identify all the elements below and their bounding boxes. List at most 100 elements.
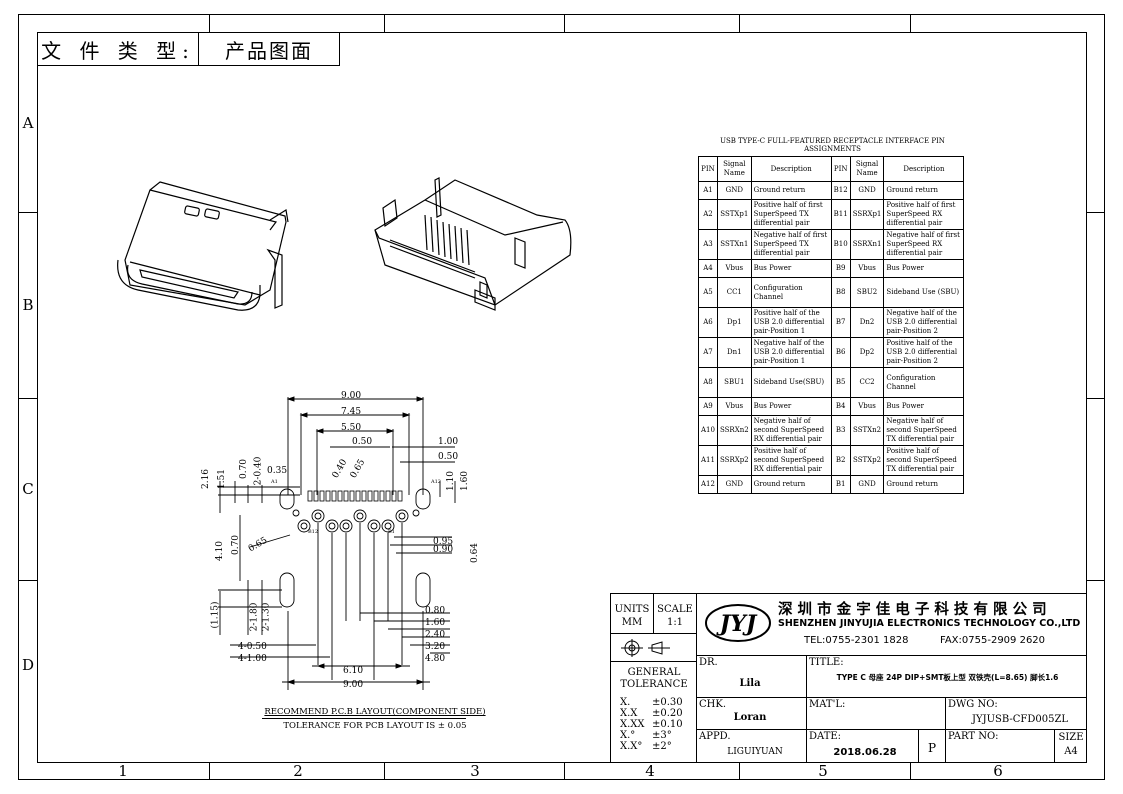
pin-number-cell: A6	[698, 307, 718, 338]
tolerance-format: X.XX	[620, 719, 645, 730]
pin-number-cell: A11	[698, 445, 718, 476]
units-value: MM	[621, 617, 643, 628]
signal-name-cell: GND	[849, 475, 885, 494]
dim-0-70-b: 0.70	[231, 534, 242, 556]
signal-name-cell: CC2	[849, 367, 885, 398]
dim-2-16: 2.16	[201, 468, 212, 490]
pin-number-cell: A3	[698, 229, 718, 260]
tolerance-row: X.X°±2°	[620, 741, 696, 752]
tolerance-value: ±0.10	[652, 719, 683, 730]
logo-text: JYJ	[716, 611, 758, 637]
signal-name-cell: GND	[716, 181, 752, 200]
pin-mark-a1: A1	[271, 479, 278, 485]
size-label: SIZE	[1058, 732, 1084, 743]
tolerance-row: X.°±3°	[620, 730, 696, 741]
pin-number-cell: B5	[830, 367, 851, 398]
pin-number-cell: A9	[698, 397, 718, 416]
signal-name-cell: Dp1	[716, 307, 752, 338]
dim-4-80: 4.80	[425, 654, 446, 664]
signal-name-cell: Vbus	[716, 397, 752, 416]
scale-value: 1:1	[666, 617, 684, 628]
signal-name-cell: SSTXn1	[716, 229, 752, 260]
description-cell: Positive half of first SuperSpeed RX dif…	[883, 199, 965, 230]
outer-border	[18, 14, 1105, 780]
description-cell: Positive half of the USB 2.0 differentia…	[883, 337, 965, 368]
tolerance-value: ±3°	[652, 730, 672, 741]
company-fax: FAX:0755-2909 2620	[940, 635, 1046, 646]
signal-name-cell: SSTXn2	[849, 415, 885, 446]
zone-col-5: 5	[818, 762, 828, 780]
description-cell: Bus Power	[883, 259, 965, 278]
pin-number-cell: B6	[830, 337, 851, 368]
description-cell: Positive half of second SuperSpeed TX di…	[883, 445, 965, 476]
dim-7-45: 7.45	[341, 407, 362, 417]
signal-name-cell: Dn2	[849, 307, 885, 338]
description-cell: Negative half of second SuperSpeed RX di…	[750, 415, 832, 446]
part-label: PART NO:	[948, 731, 999, 742]
pin-number-cell: A7	[698, 337, 718, 368]
description-cell: Negative half of the USB 2.0 differentia…	[883, 307, 965, 338]
revision: P	[927, 741, 937, 755]
pin-mark-b1: B1	[388, 529, 395, 535]
description-cell: Ground return	[883, 181, 965, 200]
signal-name-cell: CC1	[716, 277, 752, 308]
pin-number-cell: A8	[698, 367, 718, 398]
pin-number-cell: B12	[830, 181, 851, 200]
tolerance-format: X.X	[620, 708, 638, 719]
description-cell: Ground return	[750, 475, 832, 494]
chk-label: CHK.	[699, 699, 727, 710]
units-label: UNITS	[614, 604, 650, 615]
dim-2-1-30: 2-1.30	[261, 602, 272, 632]
dim-2-0-40: 2-0.40	[253, 456, 264, 486]
description-cell: Bus Power	[750, 259, 832, 278]
size-value: A4	[1064, 746, 1078, 757]
title-label: TITLE:	[809, 657, 844, 668]
description-cell: Negative half of the USB 2.0 differentia…	[750, 337, 832, 368]
company-name-en: SHENZHEN JINYUJIA ELECTRONICS TECHNOLOGY…	[778, 618, 1081, 629]
pin-number-cell: A2	[698, 199, 718, 230]
pin-number-cell: A1	[698, 181, 718, 200]
dim-5-50: 5.50	[341, 423, 362, 433]
appd-label: APPD.	[699, 731, 731, 742]
inner-border	[37, 32, 1087, 763]
pin-number-cell: A12	[698, 475, 718, 494]
pin-number-cell: B8	[830, 277, 851, 308]
description-cell: Sideband Use (SBU)	[883, 277, 965, 308]
pin-table-header: Signal Name	[716, 156, 752, 182]
zone-col-2: 2	[293, 762, 303, 780]
pin-table-title: USB TYPE-C FULL-FEATURED RECEPTACLE INTE…	[720, 137, 945, 153]
description-cell: Bus Power	[750, 397, 832, 416]
tolerance-value: ±2°	[652, 741, 672, 752]
tolerance-format: X.	[620, 697, 631, 708]
signal-name-cell: SSTXp2	[849, 445, 885, 476]
scale-label: SCALE	[657, 604, 693, 615]
zone-col-3: 3	[470, 762, 480, 780]
dwg-value: JYJUSB-CFD005ZL	[971, 714, 1069, 725]
signal-name-cell: SBU1	[716, 367, 752, 398]
zone-col-1: 1	[118, 762, 128, 780]
pin-assignment-table: PIN Signal Name Description PIN Signal N…	[698, 156, 965, 494]
tolerance-row: X.XX ±0.10	[620, 719, 696, 730]
pin-number-cell: B4	[830, 397, 851, 416]
pin-table-header: Signal Name	[849, 156, 885, 182]
connector-iso-front-drawing	[117, 181, 289, 311]
dim-0-35: 0.35	[267, 466, 288, 476]
signal-name-cell: SSRXp1	[849, 199, 885, 230]
pcb-caption-line2: TOLERANCE FOR PCB LAYOUT IS ± 0.05	[283, 721, 467, 731]
pin-number-cell: B1	[830, 475, 851, 494]
dr-value: Lila	[739, 678, 761, 689]
description-cell: Sideband Use(SBU)	[750, 367, 832, 398]
pin-table-header-row: PIN Signal Name Description PIN Signal N…	[698, 156, 965, 182]
signal-name-cell: SSRXn1	[849, 229, 885, 260]
